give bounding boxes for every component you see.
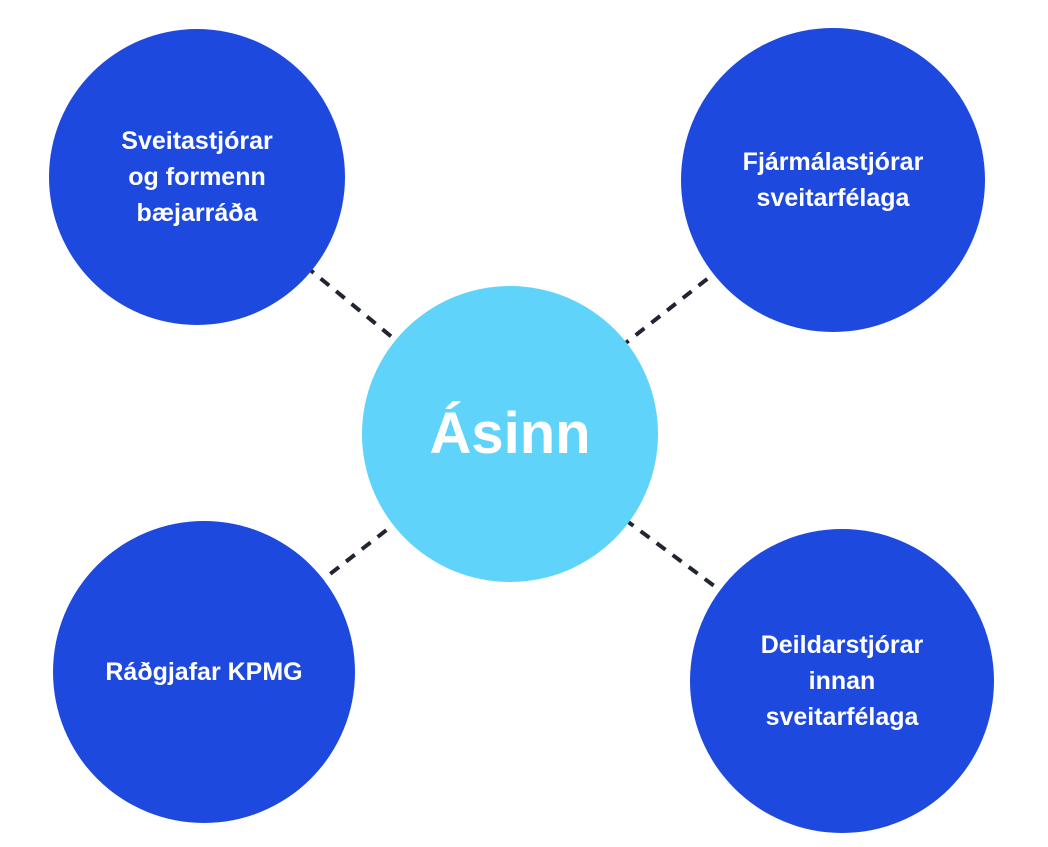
node-top-left-label: Sveitastjórar og formenn bæjarráða	[121, 126, 273, 228]
node-center: Ásinn	[362, 286, 658, 582]
node-bottom-right-label: Deildarstjórar innan sveitarfélaga	[760, 630, 924, 732]
node-bottom-left: Ráðgjafar KPMG	[53, 521, 355, 823]
node-top-right: Fjármálastjórar sveitarfélaga	[681, 28, 985, 332]
node-bottom-right: Deildarstjórar innan sveitarfélaga	[690, 529, 994, 833]
node-bottom-left-label: Ráðgjafar KPMG	[105, 657, 303, 686]
node-top-right-label: Fjármálastjórar sveitarfélaga	[742, 147, 924, 212]
node-center-label: Ásinn	[429, 401, 591, 467]
node-top-left: Sveitastjórar og formenn bæjarráða	[49, 29, 345, 325]
